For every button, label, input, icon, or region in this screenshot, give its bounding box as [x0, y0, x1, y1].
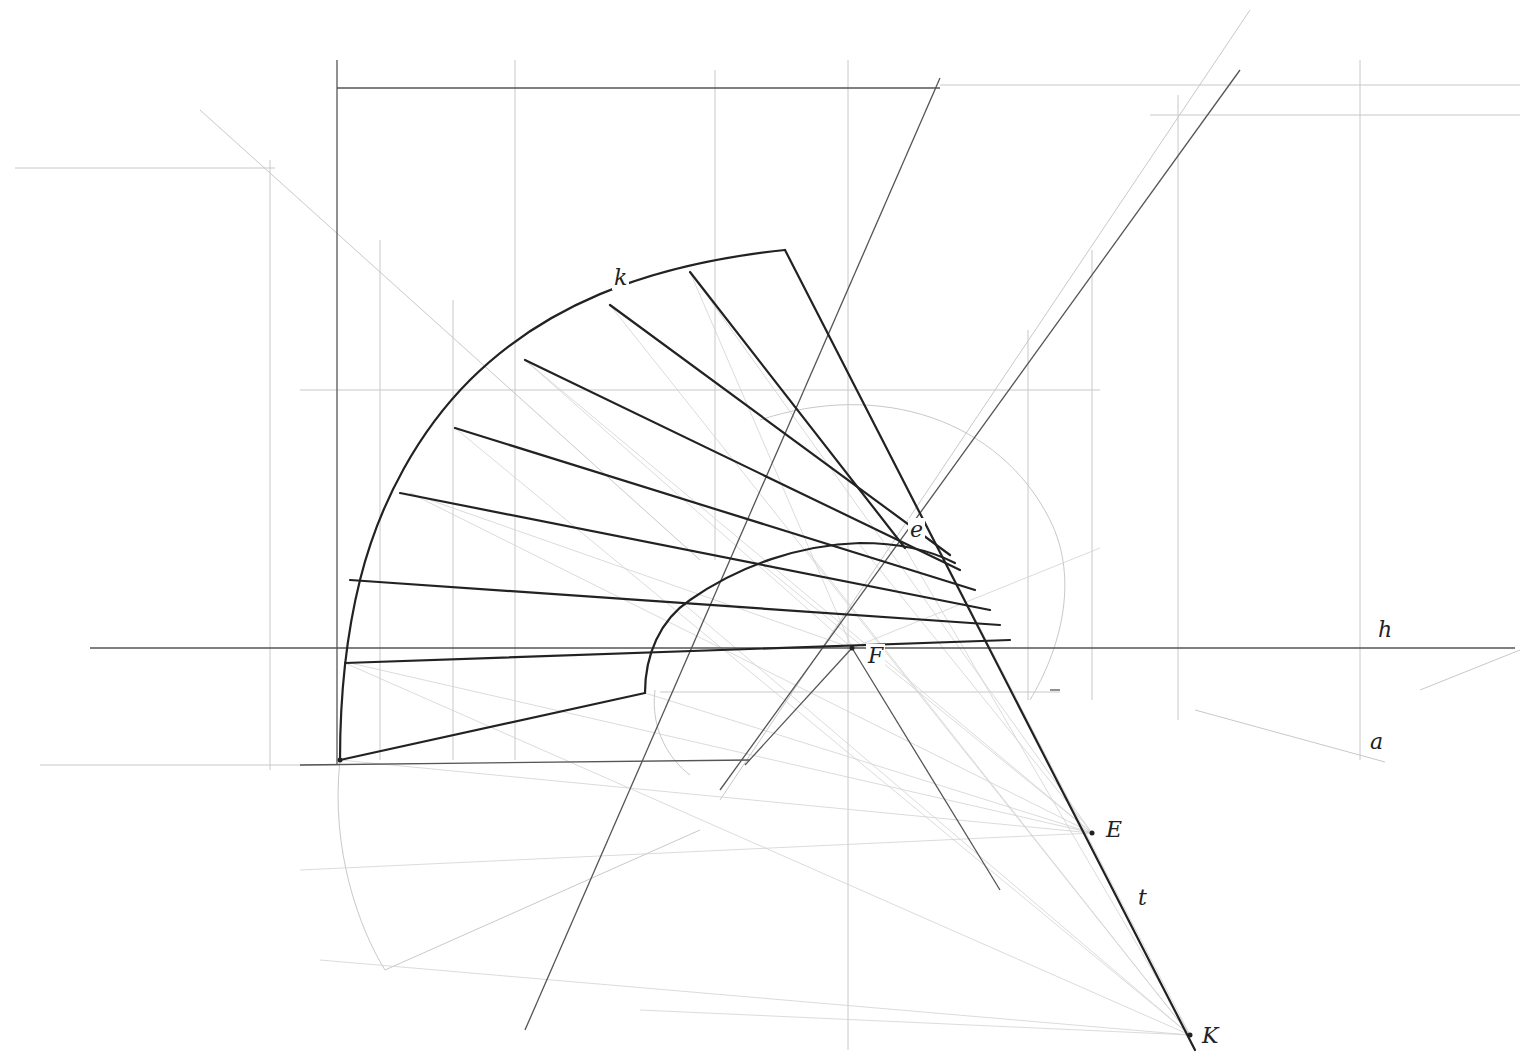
point-label: E — [1104, 818, 1124, 842]
point-label: F — [866, 644, 885, 668]
point-label: k — [612, 266, 629, 290]
point-label: h — [1376, 618, 1394, 642]
point-label: t — [1136, 886, 1149, 910]
point-label: e — [908, 518, 925, 542]
point-label: K — [1200, 1024, 1220, 1048]
point-label: a — [1368, 730, 1385, 754]
